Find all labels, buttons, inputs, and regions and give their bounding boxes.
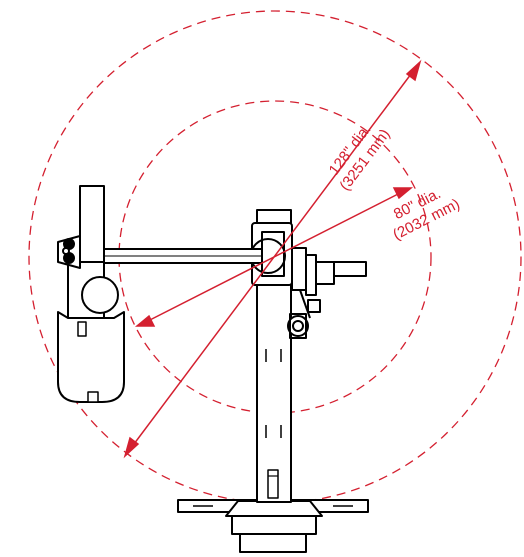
crank-assembly <box>287 247 367 339</box>
outer-dimension-label: 128" dia. (3251 mm) <box>326 121 394 194</box>
base-plate <box>177 499 369 553</box>
outer-arrow-bottom <box>123 436 140 459</box>
tool-head <box>57 276 125 403</box>
outer-swing-circle <box>28 10 522 504</box>
inner-arrow-top <box>392 187 414 200</box>
left-post <box>57 185 105 323</box>
inner-arrow-bottom <box>134 314 156 327</box>
inner-diameter-line <box>141 189 407 325</box>
outer-diameter-line <box>127 65 418 453</box>
machine-drawing <box>57 185 369 553</box>
outer-arrow-top <box>405 59 422 82</box>
boom-arm <box>103 248 263 264</box>
dimension-lines <box>123 59 422 459</box>
